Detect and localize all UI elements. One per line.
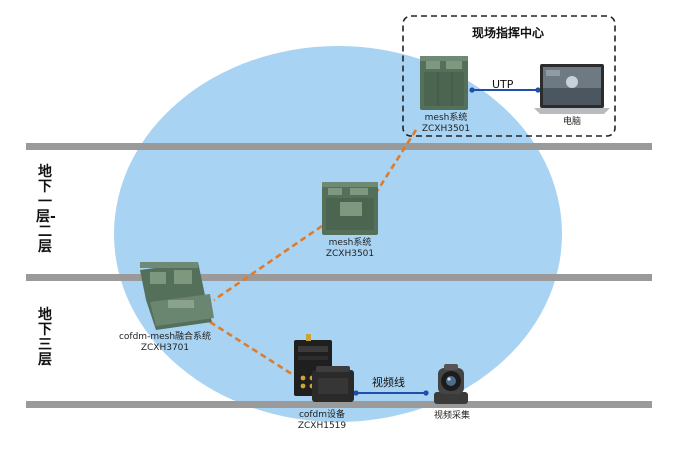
- fusion-node-model: ZCXH3701: [140, 343, 190, 353]
- command-mesh-name: mesh系统: [424, 113, 468, 123]
- relay-mesh-label: mesh系统 ZCXH3501: [318, 238, 382, 260]
- relay-mesh-model: ZCXH3501: [325, 249, 375, 259]
- laptop-icon: [534, 64, 610, 114]
- computer-label: 电脑: [562, 117, 581, 127]
- wireless-links: [209, 129, 418, 378]
- ptz-camera-icon: [434, 364, 468, 404]
- floor-beam-middle: [26, 274, 652, 281]
- utp-cable: [469, 87, 541, 93]
- wireless-link-command-relay: [372, 129, 418, 197]
- wireless-link-relay-fusion: [213, 224, 323, 302]
- floor-beam-bottom: [26, 401, 652, 408]
- mesh-radio-icon: [420, 56, 468, 110]
- video-cable: [353, 390, 429, 396]
- command-mesh-label: mesh系统 ZCXH3501: [414, 113, 478, 135]
- mesh-radio-icon: [322, 182, 378, 235]
- relay-mesh-name: mesh系统: [328, 238, 372, 248]
- command-center-frame: [402, 15, 616, 137]
- floor-beam-top: [26, 143, 652, 150]
- cofdm-device-model: ZCXH1519: [297, 421, 347, 431]
- wireless-link-fusion-cofdm: [209, 320, 296, 378]
- video-cable-label: 视频线: [372, 376, 405, 389]
- floor-label-lower: 地下三层: [38, 307, 52, 368]
- fusion-node-name: cofdm-mesh融合系统: [118, 332, 212, 342]
- utp-label: UTP: [492, 78, 514, 91]
- command-mesh-model: ZCXH3501: [421, 124, 471, 134]
- cofdm-device-name: cofdm设备: [298, 410, 346, 420]
- battery-icon: [312, 366, 354, 402]
- fusion-node-label: cofdm-mesh融合系统 ZCXH3701: [110, 332, 220, 354]
- floor-label-upper: 地下一层-二层: [36, 164, 56, 255]
- fusion-radio-icon: [140, 262, 214, 330]
- cofdm-device-label: cofdm设备 ZCXH1519: [290, 410, 354, 432]
- camera-label: 视频采集: [433, 411, 470, 421]
- command-center-title: 现场指挥中心: [472, 26, 545, 40]
